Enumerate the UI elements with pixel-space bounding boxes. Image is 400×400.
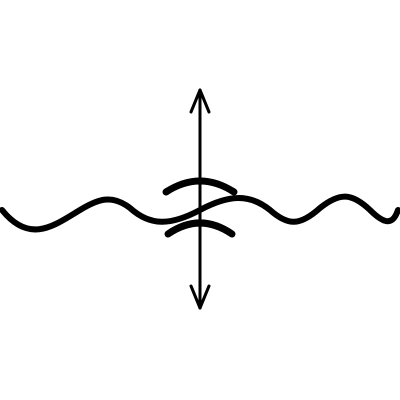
sine-wave-line xyxy=(0,193,400,233)
upper-arc xyxy=(162,177,238,196)
lower-arc xyxy=(164,219,236,238)
arrow-head-up-icon xyxy=(189,88,211,114)
arrow-head-down-icon xyxy=(189,284,211,310)
